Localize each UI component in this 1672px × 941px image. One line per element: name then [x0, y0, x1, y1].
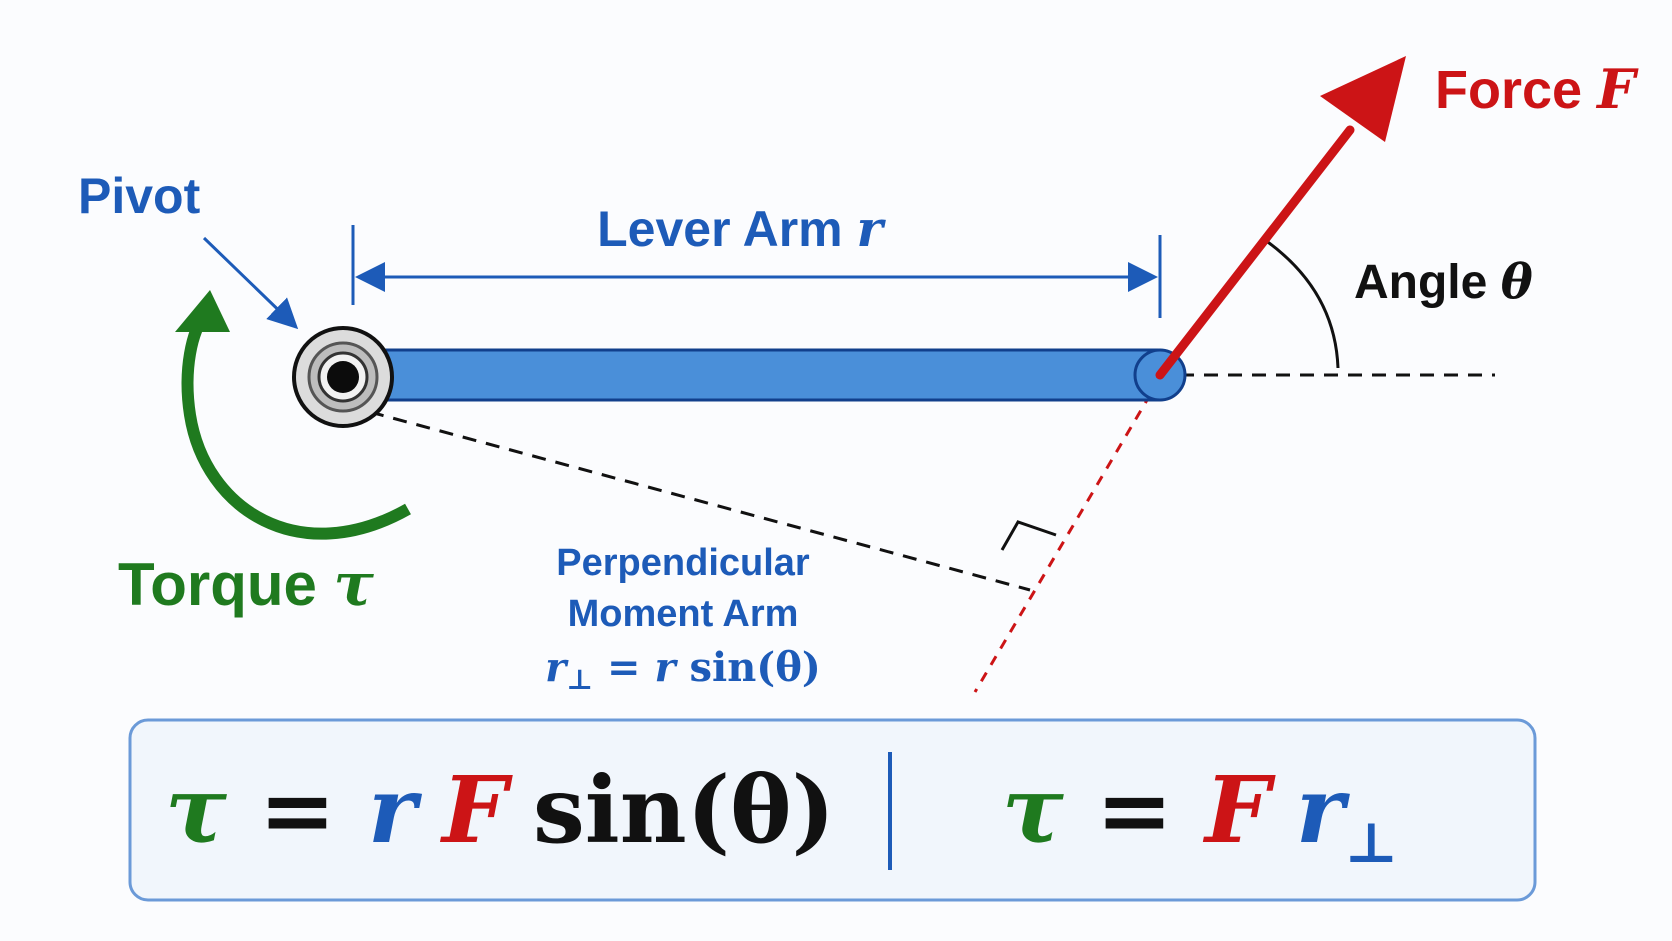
angle-arc	[1264, 238, 1340, 369]
torque-arrow-arc	[181, 311, 411, 540]
pivot-icon	[292, 326, 394, 428]
perp-label-line2: Moment Arm	[568, 593, 799, 635]
formula-left: τ = r F sin(θ)	[165, 756, 835, 864]
perp-formula: r⊥ = r sin(θ)	[545, 644, 821, 696]
perpendicular-moment-arm-label: Perpendicular Moment Arm r⊥ = r sin(θ)	[545, 542, 821, 696]
force-arrow-head	[1320, 56, 1406, 142]
pivot-pointer-arrow	[202, 236, 299, 330]
lever-arm-dimension: Lever Arm r	[351, 199, 1162, 318]
force-label: Force F	[1435, 57, 1639, 121]
lever-arm-label: Lever Arm r	[597, 199, 886, 258]
lever-bar	[343, 348, 1182, 402]
force-line-of-action	[973, 377, 1162, 693]
force-arrow-shaft	[1155, 125, 1355, 380]
pivot-label: Pivot	[78, 168, 201, 224]
torque-arrow-head	[175, 290, 230, 332]
perp-label-line1: Perpendicular	[556, 542, 810, 584]
formula-panel: τ = r F sin(θ) τ = F r⊥	[128, 718, 1537, 902]
formula-right: τ = F r⊥	[1002, 756, 1398, 876]
angle-label: Angle θ	[1354, 254, 1533, 310]
right-angle-mark	[1000, 520, 1057, 551]
formula-panel-box	[128, 718, 1537, 902]
torque-label: Torque τ	[118, 550, 375, 620]
moment-arm-line	[369, 410, 1031, 592]
